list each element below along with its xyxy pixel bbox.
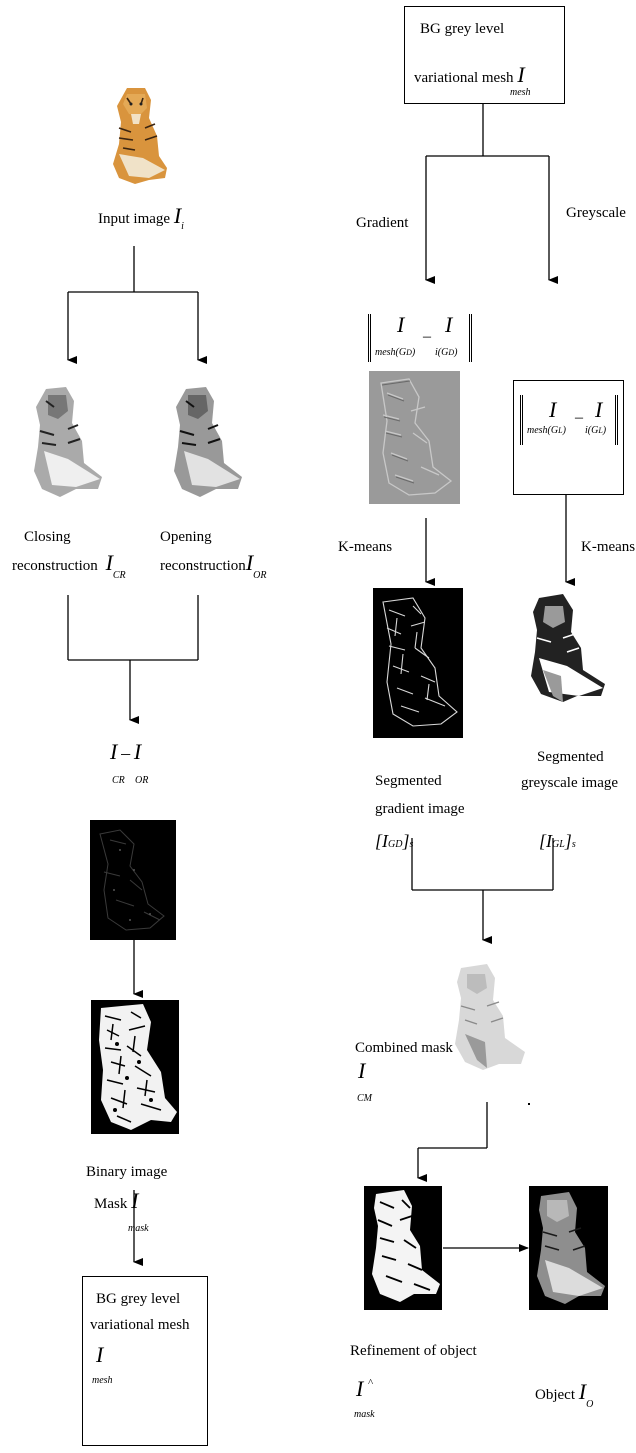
opening-subscript: OR xyxy=(253,570,266,581)
opening-tiger-image xyxy=(166,385,244,500)
gradient-image xyxy=(369,371,460,504)
input-image-subscript: i xyxy=(181,221,184,232)
top-mesh-box-line1: BG grey level xyxy=(420,20,504,38)
gradient-norm-sub-b: i(GD) xyxy=(435,344,457,362)
binary-image-caption: Binary image xyxy=(86,1163,167,1181)
segmented-gradient-image xyxy=(373,588,463,738)
seg-greyscale-s: s xyxy=(572,839,576,850)
seg-greyscale-symbol: [IGL]s xyxy=(539,832,576,854)
difference-subscript-a: CR xyxy=(112,772,125,790)
input-image-caption: Input image Ii xyxy=(98,207,184,230)
gradient-branch-label: Gradient xyxy=(356,214,408,232)
gradient-norm-sub-a: mesh(GD) xyxy=(375,344,415,362)
seg-greyscale-subscript: GL xyxy=(552,839,565,850)
greyscale-norm-symbol-a: I xyxy=(549,397,556,423)
stray-dot xyxy=(528,1103,530,1105)
closing-caption-text: reconstruction xyxy=(12,558,98,574)
mask-caption: Mask I xyxy=(94,1192,138,1213)
input-image-label: Input image xyxy=(98,211,170,227)
difference-symbol-b: I xyxy=(134,739,141,764)
seg-gradient-caption-line1: Segmented xyxy=(375,772,442,790)
gradient-norm-formula: I mesh(GD) – I i(GD) xyxy=(368,314,472,362)
mask-symbol: I xyxy=(131,1188,138,1213)
gradient-norm-sub-b-index: D xyxy=(448,348,454,357)
gradient-norm-minus: – xyxy=(423,328,431,346)
greyscale-branch-label: Greyscale xyxy=(566,204,626,222)
bottom-mesh-box-symbol: I xyxy=(96,1346,103,1364)
object-subscript: O xyxy=(586,1399,593,1410)
combined-mask-symbol: I xyxy=(358,1062,365,1080)
greyscale-norm-sub-a: mesh(GL) xyxy=(527,425,566,436)
difference-subscript-b: OR xyxy=(135,772,148,790)
seg-greyscale-caption-line1: Segmented xyxy=(537,748,604,766)
kmeans-right-label: K-means xyxy=(581,538,635,556)
difference-formula: I – I xyxy=(110,743,141,764)
object-caption: Object IO xyxy=(535,1383,593,1406)
bottom-mesh-box-subscript: mesh xyxy=(92,1372,113,1390)
greyscale-norm-minus: – xyxy=(575,409,583,427)
difference-image xyxy=(90,820,176,940)
kmeans-left-label: K-means xyxy=(338,538,392,556)
object-symbol: I xyxy=(579,1379,586,1404)
top-mesh-box-text: variational mesh xyxy=(414,70,514,86)
seg-greyscale-caption-line2: greyscale image xyxy=(521,774,618,792)
closing-caption-line1: Closing xyxy=(24,528,71,546)
gradient-norm-symbol-b: I xyxy=(445,316,452,334)
gradient-norm-sub-a-text: mesh(G xyxy=(375,347,406,358)
top-mesh-box-subscript: mesh xyxy=(510,84,531,102)
seg-greyscale-bracket-open: [I xyxy=(539,831,552,851)
gradient-norm-symbol-a: I xyxy=(397,316,404,334)
top-mesh-box-line2: variational mesh I xyxy=(414,66,525,87)
greyscale-norm-box: I mesh(GL) – I i(GL) xyxy=(513,380,624,495)
combined-mask-subscript: CM xyxy=(357,1090,372,1108)
closing-tiger-image xyxy=(26,385,104,500)
difference-symbol-a: I xyxy=(110,739,117,764)
gradient-norm-sub-b-text: i(G xyxy=(435,347,448,358)
refinement-image xyxy=(364,1186,442,1310)
opening-caption-line1: Opening xyxy=(160,528,212,546)
greyscale-norm-sub-b: i(GL) xyxy=(585,425,606,436)
seg-gradient-symbol: [IGD]s xyxy=(375,832,413,854)
greyscale-norm-sub-a-text: mesh(G xyxy=(527,425,558,436)
seg-gradient-subscript: GD xyxy=(388,839,402,850)
opening-caption-line2: reconstructionIOR xyxy=(160,554,266,577)
mask-subscript: mask xyxy=(128,1220,149,1238)
closing-subscript: CR xyxy=(113,570,126,581)
difference-minus: – xyxy=(121,743,130,763)
refinement-symbol: I xyxy=(356,1380,363,1398)
binary-image xyxy=(91,1000,179,1134)
greyscale-norm-symbol-b: I xyxy=(595,397,602,423)
refinement-caption: Refinement of object xyxy=(350,1342,477,1360)
segmented-greyscale-image xyxy=(523,592,607,704)
greyscale-norm-sub-b-text: i(G xyxy=(585,425,598,436)
greyscale-norm-sub-a-index: L xyxy=(558,426,562,435)
opening-caption-text: reconstruction xyxy=(160,558,246,574)
combined-mask-caption: Combined mask xyxy=(355,1039,453,1057)
closing-symbol: I xyxy=(106,550,113,575)
refinement-hat: ^ xyxy=(368,1374,373,1392)
closing-caption-line2: reconstruction ICR xyxy=(12,554,126,577)
input-tiger-image xyxy=(105,84,169,188)
greyscale-norm-sub-b-index: L xyxy=(598,426,602,435)
seg-gradient-s: s xyxy=(409,839,413,850)
bottom-mesh-box-line2: variational mesh xyxy=(90,1316,190,1334)
greyscale-norm-formula: I mesh(GL) – I i(GL) xyxy=(520,395,618,445)
bottom-mesh-box-line1: BG grey level xyxy=(96,1290,180,1308)
seg-gradient-caption-line2: gradient image xyxy=(375,800,465,818)
seg-greyscale-bracket-close: ] xyxy=(565,831,572,851)
refinement-subscript: mask xyxy=(354,1406,375,1424)
combined-mask-image xyxy=(447,960,527,1072)
object-image xyxy=(529,1186,608,1310)
mask-label: Mask xyxy=(94,1196,127,1212)
seg-gradient-bracket-open: [I xyxy=(375,831,388,851)
gradient-norm-sub-a-index: D xyxy=(406,348,412,357)
object-label: Object xyxy=(535,1387,575,1403)
